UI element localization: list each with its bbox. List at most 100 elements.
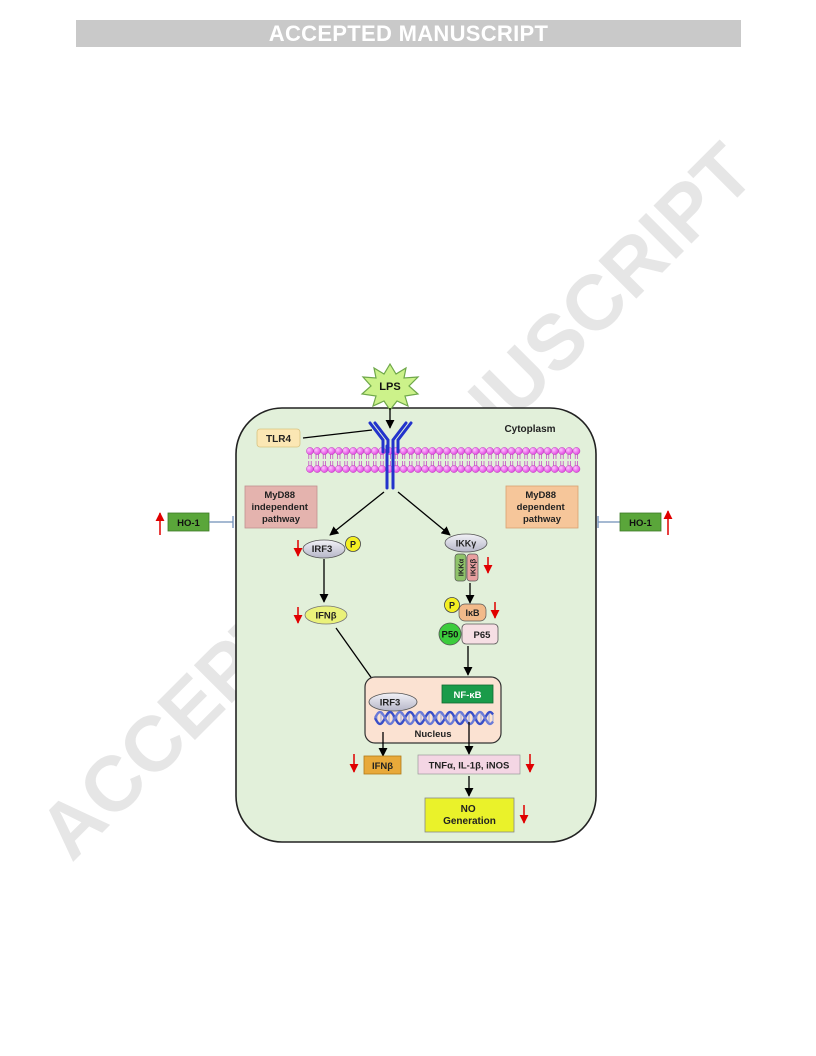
lipid-head [515, 465, 523, 473]
cytoplasm-label: Cytoplasm [504, 424, 555, 435]
lipid-head [428, 447, 437, 455]
myd88-independent-box [244, 485, 318, 529]
ifnb-node [304, 605, 348, 625]
lipid-head [486, 465, 494, 473]
ikkb-label: IKKβ [469, 558, 478, 576]
irf3-label: IRF3 [312, 544, 333, 555]
arrow-to-ikkg [397, 491, 451, 536]
lipid-head [493, 447, 502, 455]
lipid-head [435, 465, 444, 473]
ikb-phospho-label: P [449, 601, 455, 611]
irf3-node [302, 539, 346, 559]
ikka-label: IKKα [457, 558, 466, 576]
ho1-right-box [619, 512, 662, 532]
lipid-head [356, 465, 365, 473]
lipid-head [399, 465, 408, 473]
lipid-head [327, 465, 336, 473]
arrow-to-irf3 [329, 491, 385, 536]
nucleus-label: Nucleus [415, 729, 452, 740]
lipid-head [522, 447, 530, 455]
ho1-right-label: HO-1 [629, 518, 652, 529]
lipid-head [320, 465, 329, 473]
lipid-head [486, 447, 494, 455]
ikb-label: IκB [465, 608, 480, 618]
p65-label: P65 [474, 630, 492, 641]
lipid-head [313, 447, 322, 455]
lipid-head [536, 465, 545, 473]
nucleus-irf3-node [368, 692, 418, 712]
lipid-head [320, 447, 329, 455]
ifnb-label: IFNβ [315, 611, 336, 622]
tlr4-pointer [302, 429, 373, 439]
lipid-head [414, 465, 422, 473]
lipid-head [378, 465, 386, 473]
irf3-phospho [345, 536, 361, 552]
lipid-head [442, 465, 451, 473]
ikka-node [454, 553, 467, 582]
lipid-head [406, 465, 415, 473]
lipid-head [522, 465, 530, 473]
p65-node [461, 623, 499, 645]
lipid-head [529, 465, 538, 473]
lipid-head [342, 465, 350, 473]
lipid-head [313, 465, 322, 473]
lipid-head [457, 465, 466, 473]
lipid-head [334, 447, 343, 455]
lipid-head [399, 447, 408, 455]
ikkg-label: IKKγ [456, 539, 477, 549]
lipid-head [421, 447, 430, 455]
dna-helix [373, 710, 494, 726]
lipid-head [306, 447, 314, 455]
lipid-head [370, 465, 379, 473]
cytokines-box [417, 754, 521, 775]
ho1-left-label: HO-1 [177, 518, 200, 529]
tlr4-label: TLR4 [266, 434, 291, 445]
tlr4-receptor [368, 421, 413, 490]
nfkb-label: NF-κB [454, 690, 482, 701]
no-generation-box [424, 797, 515, 833]
lipid-head [478, 465, 487, 473]
cell-body [235, 407, 597, 843]
lipid-head [572, 465, 581, 473]
ikb-phospho [444, 597, 460, 613]
lipid-head [471, 447, 480, 455]
output-ifnb-box [363, 755, 402, 775]
lipid-head [507, 447, 516, 455]
lipid-head [543, 447, 552, 455]
lipid-head [428, 465, 437, 473]
lipid-head [450, 447, 458, 455]
lipid-head [507, 465, 516, 473]
lipid-head [363, 447, 372, 455]
ikkg-node [444, 533, 488, 553]
lipid-head [421, 465, 430, 473]
lipid-head [551, 447, 559, 455]
lipid-head [464, 465, 473, 473]
lipid-head [464, 447, 473, 455]
lipid-head [478, 447, 487, 455]
p50-node [438, 622, 462, 646]
lipid-head [529, 447, 538, 455]
lipid-head [370, 447, 379, 455]
myd88-independent-label: MyD88 independent pathway [251, 490, 310, 525]
lipid-head [500, 447, 509, 455]
lipid-head [349, 465, 358, 473]
lipid-head [515, 447, 523, 455]
lipid-head [363, 465, 372, 473]
lipid-head [565, 465, 574, 473]
lipid-head [551, 465, 559, 473]
lipid-head [334, 465, 343, 473]
nucleus-irf3-label: IRF3 [380, 698, 401, 709]
no-generation-label: NO Generation [443, 804, 496, 827]
lipid-head [442, 447, 451, 455]
lipid-head [450, 465, 458, 473]
accepted-manuscript-banner: ACCEPTED MANUSCRIPT [76, 20, 741, 47]
tlr4-label-box [256, 428, 301, 448]
lipid-head [543, 465, 552, 473]
lipid-head [565, 447, 574, 455]
p50-label: P50 [442, 630, 459, 641]
output-ifnb-label: IFNβ [372, 761, 393, 772]
myd88-dependent-label: MyD88 dependent pathway [517, 490, 568, 525]
lipid-head [558, 447, 566, 455]
dna-strand [373, 710, 494, 726]
